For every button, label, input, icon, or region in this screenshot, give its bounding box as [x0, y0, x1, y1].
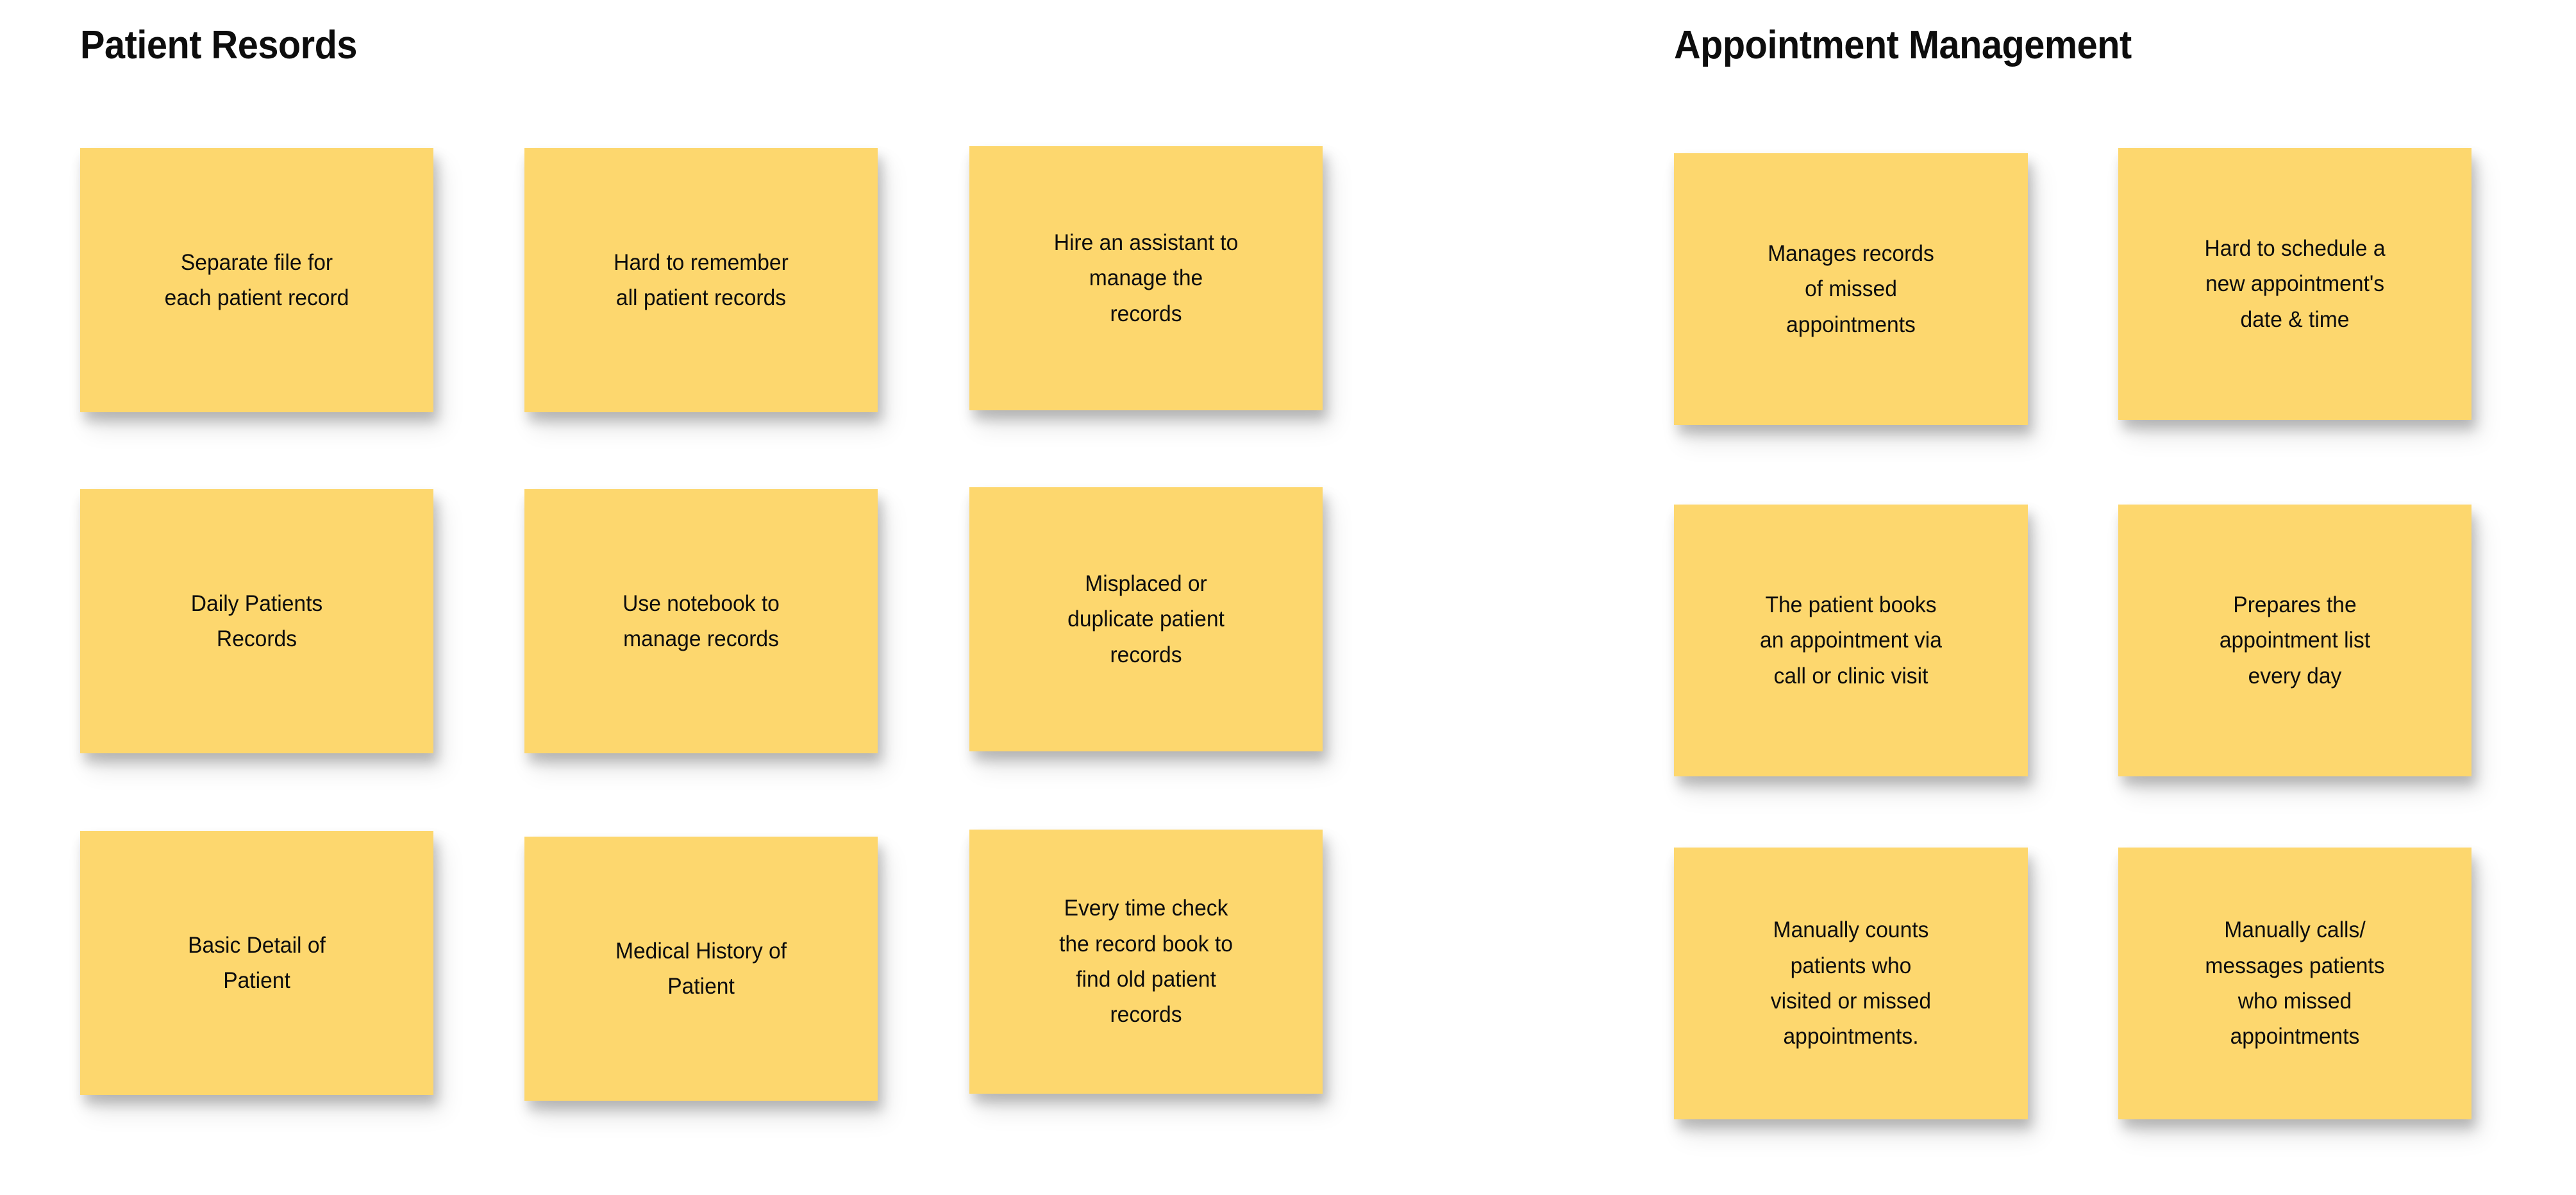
sticky-note-text: Medical History of Patient: [615, 938, 787, 999]
sticky-note-text: Hard to schedule a new appointment's dat…: [2204, 236, 2386, 332]
note-use-notebook[interactable]: Use notebook to manage records: [524, 489, 878, 753]
note-separate-file[interactable]: Separate file for each patient record: [80, 148, 433, 412]
note-manually-counts[interactable]: Manually counts patients who visited or …: [1674, 848, 2028, 1119]
note-every-time-check[interactable]: Every time check the record book to find…: [969, 830, 1323, 1094]
note-hard-to-remember[interactable]: Hard to remember all patient records: [524, 148, 878, 412]
sticky-note-text: Hire an assistant to manage the records: [1053, 230, 1239, 326]
section-title-appointment-management: Appointment Management: [1674, 23, 2132, 67]
sticky-note-text: Use notebook to manage records: [623, 590, 780, 651]
note-manages-missed-records[interactable]: Manages records of missed appointments: [1674, 153, 2028, 425]
note-misplaced-duplicate[interactable]: Misplaced or duplicate patient records: [969, 487, 1323, 751]
note-hire-assistant[interactable]: Hire an assistant to manage the records: [969, 146, 1323, 410]
sticky-note-text: Prepares the appointment list every day: [2219, 592, 2371, 689]
sticky-note-text: Manages records of missed appointments: [1768, 241, 1934, 337]
sticky-note-text: Separate file for each patient record: [164, 249, 349, 310]
note-hard-to-schedule[interactable]: Hard to schedule a new appointment's dat…: [2118, 148, 2471, 420]
sticky-note-text: The patient books an appointment via cal…: [1760, 592, 1942, 689]
note-daily-patients-records[interactable]: Daily Patients Records: [80, 489, 433, 753]
sticky-note-text: Misplaced or duplicate patient records: [1067, 571, 1225, 667]
sticky-note-text: Every time check the record book to find…: [1059, 896, 1233, 1028]
sticky-note-text: Manually counts patients who visited or …: [1770, 917, 1932, 1049]
note-patient-books[interactable]: The patient books an appointment via cal…: [1674, 505, 2028, 776]
sticky-note-text: Basic Detail of Patient: [188, 932, 326, 993]
note-medical-history[interactable]: Medical History of Patient: [524, 837, 878, 1101]
sticky-note-text: Hard to remember all patient records: [614, 249, 789, 310]
note-manually-calls[interactable]: Manually calls/ messages patients who mi…: [2118, 848, 2471, 1119]
sticky-note-text: Daily Patients Records: [190, 590, 323, 651]
sticky-note-text: Manually calls/ messages patients who mi…: [2205, 917, 2385, 1049]
section-title-patient-records: Patient Resords: [80, 23, 358, 67]
note-basic-detail[interactable]: Basic Detail of Patient: [80, 831, 433, 1095]
note-prepares-list[interactable]: Prepares the appointment list every day: [2118, 505, 2471, 776]
